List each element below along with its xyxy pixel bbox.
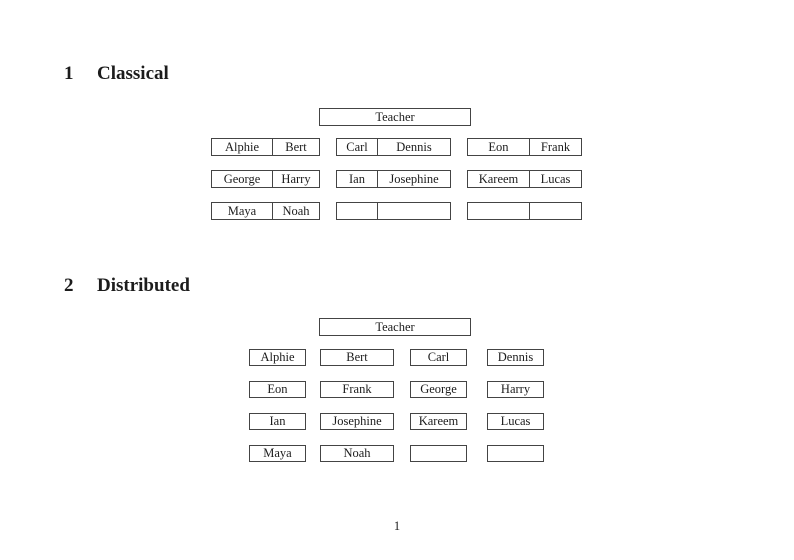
desk-cell-right: Noah [282, 203, 310, 218]
desk-cell-left [468, 203, 530, 219]
section-title: Classical [97, 63, 169, 84]
desk-label: Maya [263, 446, 292, 461]
desk-box: Josephine [320, 413, 394, 430]
desk-label: Harry [500, 382, 531, 397]
desk-cell-right: Bert [285, 139, 307, 154]
desk-box: Frank [320, 381, 394, 398]
section-heading-classical: 1 Classical [64, 63, 169, 85]
desk-box: Noah [320, 445, 394, 462]
desk-cell-right: Harry [281, 171, 311, 186]
desk-pair: Alphie Bert [211, 138, 320, 156]
desk-cell-left: Carl [337, 139, 378, 155]
desk-label: Eon [267, 382, 288, 397]
desk-cell-right [378, 203, 450, 219]
desk-pair: Kareem Lucas [467, 170, 582, 188]
desk-label: Carl [427, 350, 450, 365]
desk-cell-right: Lucas [540, 171, 571, 186]
desk-cell-left [337, 203, 378, 219]
desk-box: Bert [320, 349, 394, 366]
teacher-label: Teacher [375, 319, 415, 334]
desk-label: Josephine [332, 414, 382, 429]
desk-cell-left: Kareem [468, 171, 530, 187]
desk-box: Dennis [487, 349, 544, 366]
desk-label: Dennis [497, 350, 534, 365]
desk-cell-left: Alphie [212, 139, 273, 155]
section-number: 1 [64, 63, 74, 84]
desk-box: Alphie [249, 349, 306, 366]
desk-cell-left: Eon [468, 139, 530, 155]
desk-label: Alphie [260, 350, 295, 365]
desk-cell-right: Josephine [389, 171, 439, 186]
desk-pair [336, 202, 451, 220]
desk-box: Ian [249, 413, 306, 430]
desk-label: Lucas [500, 414, 531, 429]
desk-label: Ian [269, 414, 286, 429]
desk-pair: Maya Noah [211, 202, 320, 220]
desk-label: Bert [346, 350, 368, 365]
section-title: Distributed [97, 275, 190, 296]
desk-cell-left: Maya [212, 203, 273, 219]
desk-label: Noah [343, 446, 371, 461]
desk-box: Eon [249, 381, 306, 398]
teacher-label: Teacher [375, 109, 415, 124]
section-number: 2 [64, 275, 74, 296]
desk-cell-left: George [212, 171, 273, 187]
desk-label: Kareem [418, 414, 459, 429]
desk-pair: Ian Josephine [336, 170, 451, 188]
desk-label: Frank [342, 382, 372, 397]
desk-cell-right: Dennis [396, 139, 432, 154]
desk-box [410, 445, 467, 462]
desk-cell-left: Ian [337, 171, 378, 187]
teacher-box-classical: Teacher [319, 108, 471, 126]
desk-pair: George Harry [211, 170, 320, 188]
desk-box: George [410, 381, 467, 398]
desk-box: Carl [410, 349, 467, 366]
desk-pair: Carl Dennis [336, 138, 451, 156]
desk-cell-right [530, 203, 581, 219]
desk-pair: Eon Frank [467, 138, 582, 156]
desk-box: Kareem [410, 413, 467, 430]
desk-box: Harry [487, 381, 544, 398]
desk-label: George [420, 382, 457, 397]
desk-box: Lucas [487, 413, 544, 430]
desk-box: Maya [249, 445, 306, 462]
page-number: 1 [393, 519, 401, 533]
section-heading-distributed: 2 Distributed [64, 275, 190, 297]
desk-cell-right: Frank [540, 139, 571, 154]
desk-box [487, 445, 544, 462]
teacher-box-distributed: Teacher [319, 318, 471, 336]
desk-pair [467, 202, 582, 220]
